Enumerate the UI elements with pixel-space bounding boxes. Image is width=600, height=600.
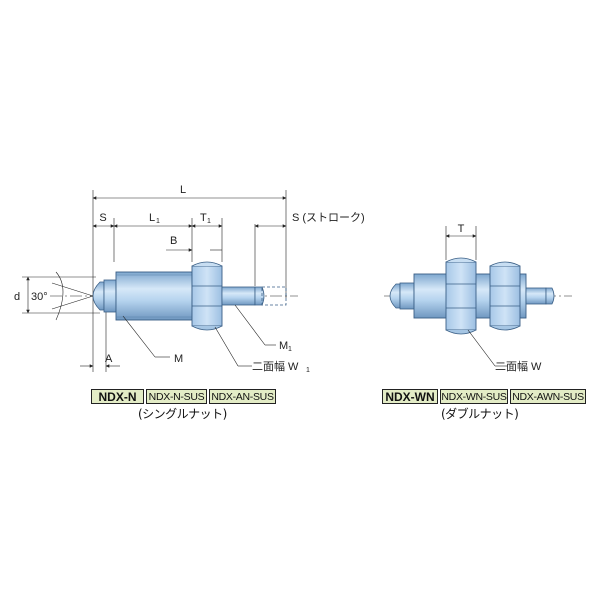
dim-S: S [99, 212, 106, 224]
dim-L1-sub: 1 [156, 218, 160, 225]
double-nut-2 [489, 261, 521, 331]
plunger-tip [92, 281, 105, 311]
dim-T: T [458, 223, 465, 235]
caption-single-nut: (シングルナット) [138, 407, 227, 421]
threaded-body [115, 271, 193, 321]
dim-d: d [14, 291, 20, 303]
part-label-ndx-n-sus: NDX-N-SUS [146, 389, 207, 404]
part-label-ndx-n: NDX-N [91, 389, 144, 404]
single-nut [191, 261, 223, 331]
part-label-ndx-awn-sus: NDX-AWN-SUS [510, 389, 586, 404]
dim-T1: T [200, 212, 207, 224]
part-label-ndx-wn-sus: NDX-WN-SUS [440, 389, 508, 404]
double-nut-plunger-drawing: T 二面幅 W [384, 223, 572, 373]
plunger-pin [103, 279, 117, 313]
dimension-lines-double [445, 226, 508, 367]
dim-M1-sub: 1 [288, 346, 292, 353]
part-label-ndx-an-sus: NDX-AN-SUS [209, 389, 276, 404]
dim-L: L [180, 184, 186, 196]
dim-L1: L [149, 212, 155, 224]
dim-M: M [174, 353, 183, 365]
rear-shaft [221, 286, 256, 306]
dimension-lines [26, 196, 287, 368]
dim-angle: 30° [31, 291, 48, 303]
stroke-outline [261, 286, 287, 306]
dim-S-stroke: S (ストローク) [292, 211, 365, 224]
dim-B: B [170, 235, 177, 247]
single-nut-plunger-drawing: L S L 1 T 1 B S (ストローク) d 30° A M M 1 二面… [14, 184, 365, 374]
part-label-ndx-wn: NDX-WN [382, 389, 438, 404]
thread-lines [116, 274, 192, 318]
dim-T1-sub: 1 [207, 218, 211, 225]
dim-W: 二面幅 W [495, 360, 542, 373]
dim-A: A [105, 353, 113, 365]
double-nut-1 [445, 257, 477, 335]
dim-W1: 二面幅 W [252, 360, 299, 373]
dim-M1: M [279, 340, 288, 352]
caption-double-nut: (ダブルナット) [441, 407, 519, 421]
dim-W1-sub: 1 [306, 367, 310, 374]
